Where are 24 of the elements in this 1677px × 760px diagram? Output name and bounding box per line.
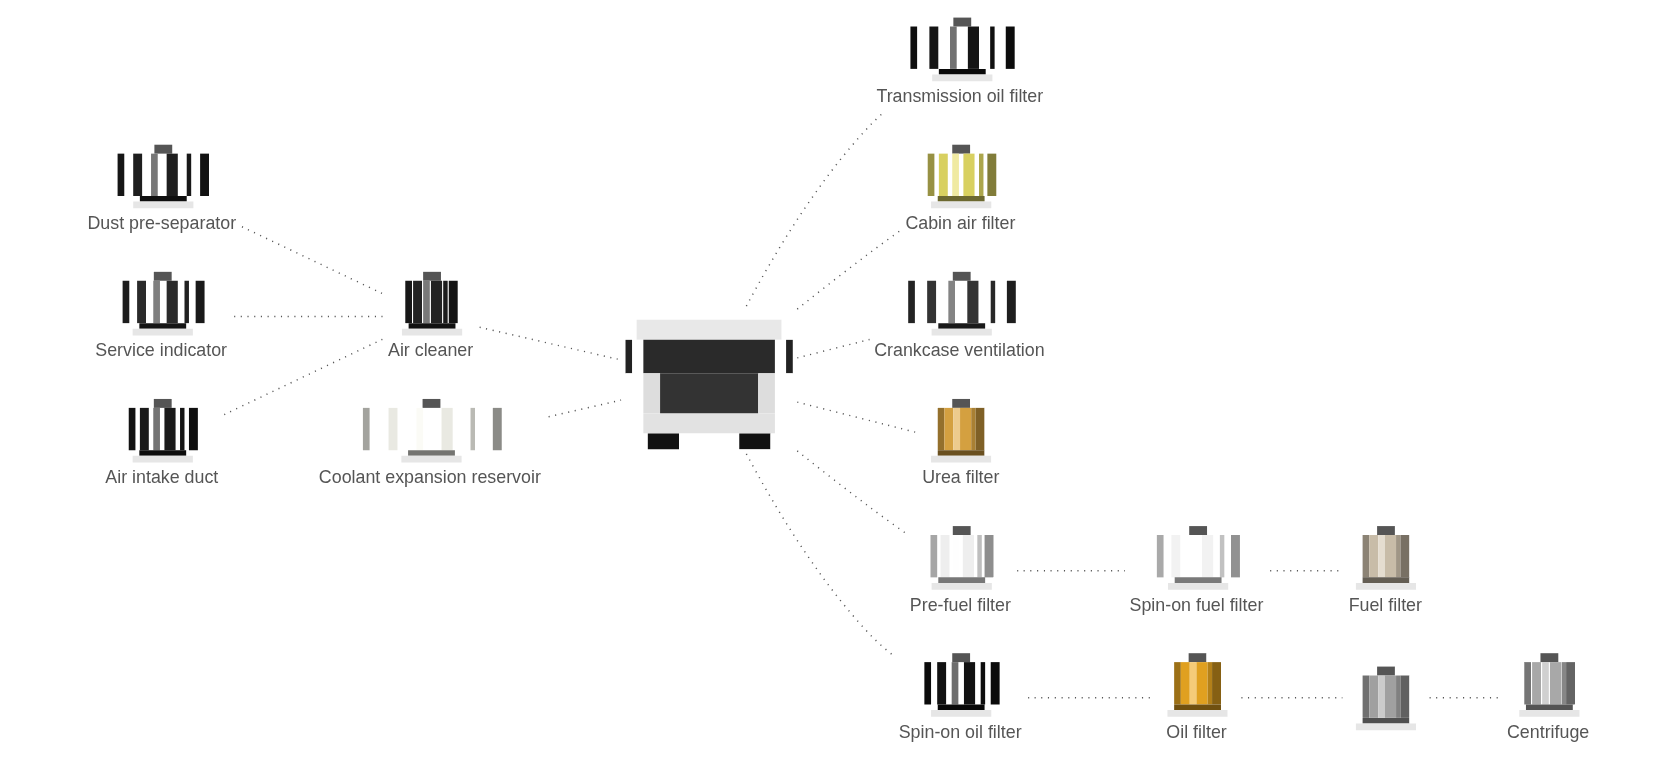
connector xyxy=(241,226,384,295)
connector xyxy=(547,399,622,418)
node-label: Urea filter xyxy=(922,467,1000,488)
node-label: Air cleaner xyxy=(388,340,474,361)
node-label: Oil filter xyxy=(1166,721,1227,742)
connector xyxy=(796,338,871,359)
node-label: Spin-on fuel filter xyxy=(1129,594,1264,615)
node-label: Pre-fuel filter xyxy=(909,594,1011,615)
connector xyxy=(796,450,906,534)
node-label: Spin-on oil filter xyxy=(898,721,1022,742)
connector xyxy=(1016,569,1126,572)
node-label: Service indicator xyxy=(95,340,228,361)
connector xyxy=(233,315,384,318)
connector xyxy=(796,229,902,310)
node-label: Centrifuge xyxy=(1507,721,1590,742)
node-label: Air intake duct xyxy=(105,467,219,488)
node-label: Transmission oil filter xyxy=(876,86,1044,107)
node-label: Coolant expansion reservoir xyxy=(318,467,541,488)
connector xyxy=(745,453,895,657)
node-label: Fuel filter xyxy=(1348,594,1422,615)
node-label: Cabin air filter xyxy=(905,213,1016,234)
connector xyxy=(223,338,385,416)
node-label: Dust pre-separator xyxy=(87,213,237,234)
node-label: Crankcase ventilation xyxy=(874,340,1045,361)
